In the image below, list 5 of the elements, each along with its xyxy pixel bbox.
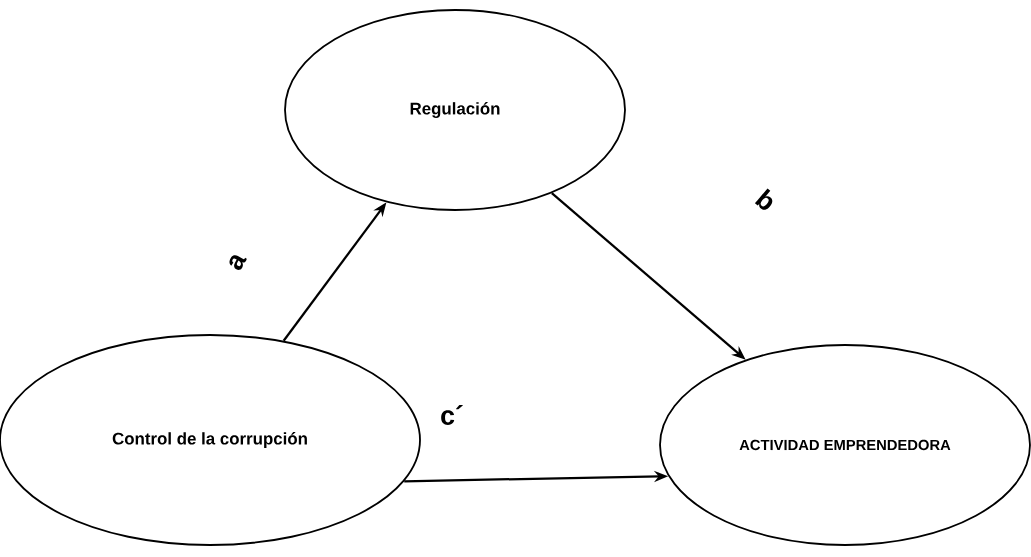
edge-label: b [751, 185, 781, 215]
edge-label: c´ [438, 403, 466, 427]
ellipse-node: ACTIVIDAD EMPRENDEDORA [659, 344, 1031, 546]
edge-label: a [225, 249, 249, 274]
ellipse-node: Regulación [284, 9, 626, 211]
